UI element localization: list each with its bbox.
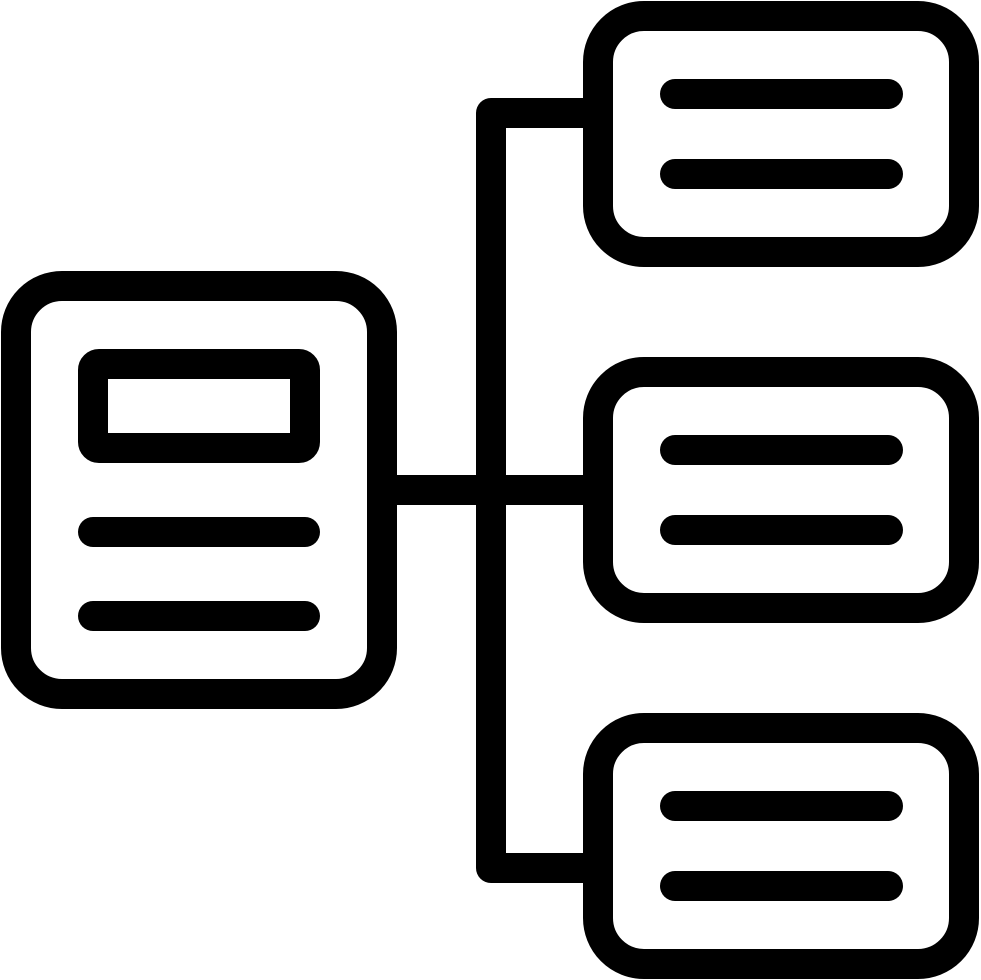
child-card-frame (583, 713, 979, 979)
connector-lines (382, 98, 598, 883)
child-card-bottom (583, 713, 979, 979)
child-card-frame (583, 357, 979, 623)
root-card-frame (1, 271, 397, 709)
child-card-middle (583, 357, 979, 623)
child-card-top (583, 1, 979, 267)
root-document-card (1, 271, 397, 709)
trunk-bracket-connector (476, 98, 598, 883)
root-header-block (78, 349, 320, 463)
child-card-frame (583, 1, 979, 267)
